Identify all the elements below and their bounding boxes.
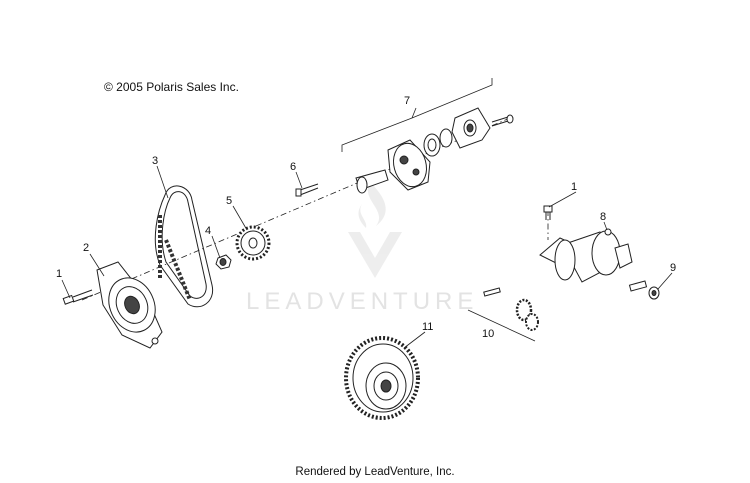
bearing-housing xyxy=(96,261,163,349)
callout-4: 4 xyxy=(205,225,211,237)
callout-6: 6 xyxy=(290,161,296,173)
callout-1-right: 1 xyxy=(571,181,577,193)
callout-9: 9 xyxy=(670,262,676,274)
callout-11: 11 xyxy=(422,321,433,333)
starter-motor xyxy=(539,228,648,292)
watermark-logo xyxy=(348,182,402,278)
starter-drive-gear xyxy=(467,287,539,342)
callout-2: 2 xyxy=(83,242,89,254)
bolt-left xyxy=(62,289,94,305)
callout-7: 7 xyxy=(404,95,410,107)
callout-8: 8 xyxy=(600,211,606,223)
bolt-middle xyxy=(295,183,319,197)
nut xyxy=(215,254,232,270)
copyright-notice: © 2005 Polaris Sales Inc. xyxy=(104,80,239,94)
timing-chain xyxy=(154,185,214,308)
washer xyxy=(648,286,660,300)
bolt-right xyxy=(543,205,553,220)
large-gear xyxy=(344,336,420,420)
callout-3: 3 xyxy=(152,155,158,167)
callout-5: 5 xyxy=(226,195,232,207)
leader-lines xyxy=(61,165,673,349)
sprocket xyxy=(235,225,271,261)
oil-pump-assembly xyxy=(341,78,514,194)
callout-10: 10 xyxy=(482,328,494,340)
footer-credit: Rendered by LeadVenture, Inc. xyxy=(295,466,455,478)
callout-1-left: 1 xyxy=(56,268,62,280)
watermark-text: LEADVENTURE xyxy=(246,288,478,315)
